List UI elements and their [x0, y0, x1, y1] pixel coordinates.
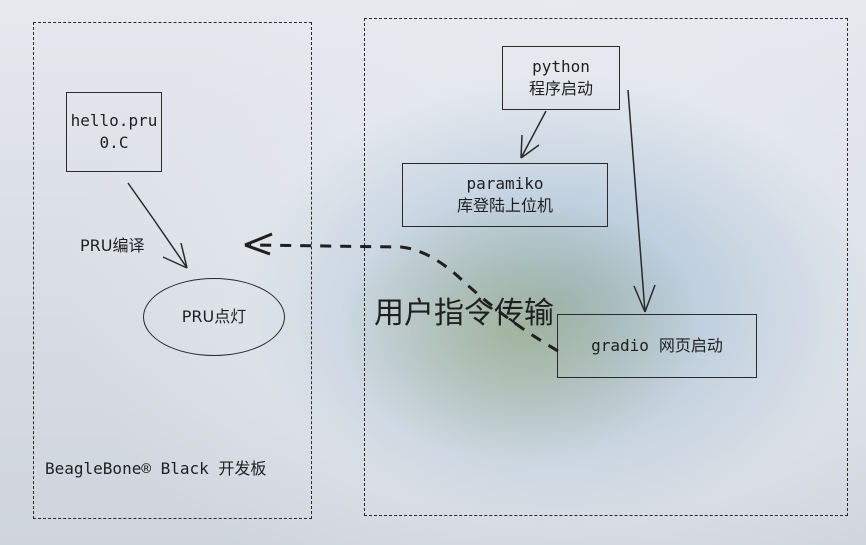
paramiko-node-line1: paramiko — [466, 174, 544, 194]
python-node-line2: 程序启动 — [528, 79, 593, 98]
gradio-node-line2: 网页启动 — [658, 336, 723, 356]
hello-pru-node[interactable]: hello.pru 0.C — [66, 92, 162, 172]
python-node[interactable]: python 程序启动 — [502, 46, 620, 110]
beaglebone-group — [33, 22, 312, 519]
pru-light-node-label: PRU点灯 — [181, 307, 247, 327]
hello-pru-node-line2: 0.C — [99, 133, 129, 152]
user-command-edge-label: 用户指令传输 — [374, 296, 554, 331]
beaglebone-group-label: BeagleBone® Black 开发板 — [45, 459, 267, 478]
host-group — [364, 18, 848, 516]
gradio-node[interactable]: gradio 网页启动 — [557, 314, 757, 378]
python-node-line1: python — [532, 57, 590, 77]
compile-arrow — [127, 182, 188, 269]
paramiko-node-line2: 库登陆上位机 — [456, 196, 553, 215]
python-to-gradio-arrow — [627, 89, 656, 313]
python-to-paramiko-arrow — [520, 110, 547, 159]
gradio-node-line1: gradio — [591, 336, 649, 356]
compile-edge-label: PRU编译 — [80, 236, 145, 255]
hello-pru-node-line1: hello.pru — [70, 111, 158, 131]
pru-light-node[interactable]: PRU点灯 — [143, 278, 285, 356]
paramiko-node[interactable]: paramiko 库登陆上位机 — [402, 163, 608, 227]
user-command-arrow — [244, 232, 559, 353]
